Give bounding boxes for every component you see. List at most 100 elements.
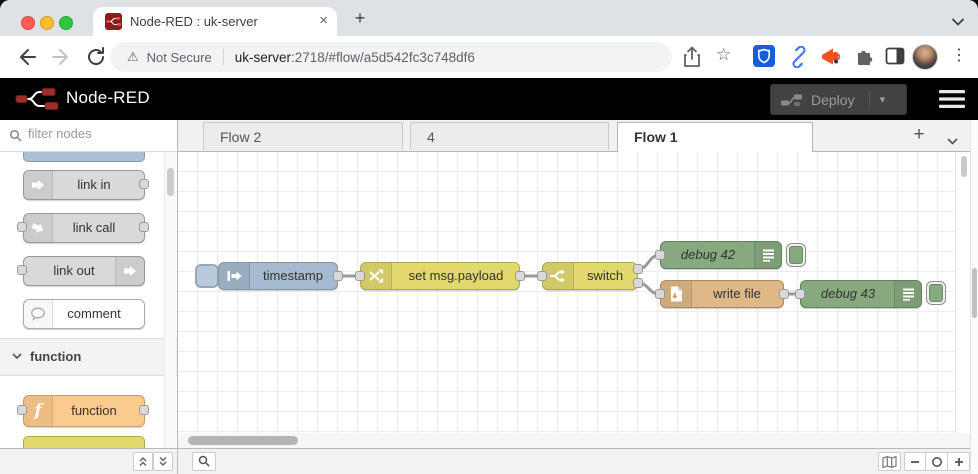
- forward-icon[interactable]: [50, 45, 74, 74]
- node-label: debug 42: [680, 247, 736, 262]
- side-panel-icon[interactable]: [885, 46, 905, 71]
- expand-categories-button[interactable]: [153, 452, 173, 471]
- input-port[interactable]: [655, 250, 665, 260]
- file-icon: [661, 281, 692, 307]
- partial-node-bottom[interactable]: [23, 436, 145, 448]
- node-write-file[interactable]: write file: [660, 280, 784, 308]
- inject-trigger-button[interactable]: [195, 264, 219, 288]
- palette-node-link-in[interactable]: link in: [23, 170, 145, 200]
- flow-list-chevron-icon[interactable]: [947, 132, 958, 150]
- browser-menu-icon[interactable]: ⋮: [951, 47, 967, 64]
- fullscreen-window-button[interactable]: [59, 16, 73, 30]
- debug-toggle-button[interactable]: [926, 281, 946, 305]
- filter-nodes-input[interactable]: [26, 125, 170, 142]
- chevron-down-icon: [12, 353, 22, 360]
- palette-node-link-call[interactable]: link call: [23, 213, 145, 243]
- bitwarden-extension-icon[interactable]: [753, 45, 775, 67]
- palette-sidebar: link in link call link out comment: [0, 120, 178, 448]
- node-change-set-msg-payload[interactable]: set msg.payload: [360, 262, 520, 290]
- debug-toggle-button[interactable]: [786, 243, 806, 267]
- app-title: Node-RED: [66, 88, 150, 107]
- output-port[interactable]: [779, 289, 789, 299]
- add-flow-button[interactable]: +: [913, 124, 925, 145]
- link-icon: [24, 171, 53, 199]
- tab-title: Node-RED : uk-server: [130, 14, 258, 29]
- node-switch[interactable]: switch: [542, 262, 638, 290]
- palette-port: [17, 265, 27, 275]
- output-port[interactable]: [633, 278, 643, 288]
- input-port[interactable]: [355, 271, 365, 281]
- plus-icon: [954, 457, 963, 466]
- browser-tab[interactable]: Node-RED : uk-server ×: [93, 7, 337, 36]
- canvas-horizontal-scrollbar[interactable]: [178, 433, 970, 448]
- link-icon: [115, 257, 144, 285]
- palette-category-function[interactable]: function: [0, 338, 177, 376]
- palette-node-link-out[interactable]: link out: [23, 256, 145, 286]
- page-scrollbar-thumb[interactable]: [972, 268, 977, 318]
- inject-icon: [219, 263, 250, 289]
- back-icon[interactable]: [14, 45, 38, 74]
- palette-node-comment[interactable]: comment: [23, 299, 145, 329]
- main-menu-icon[interactable]: [939, 89, 965, 114]
- minus-icon: [911, 460, 919, 463]
- bookmark-star-icon[interactable]: ☆: [716, 45, 732, 64]
- megaphone-extension-icon[interactable]: [820, 46, 844, 73]
- palette-scrollbar[interactable]: [164, 152, 176, 448]
- new-tab-button[interactable]: +: [354, 8, 366, 28]
- tab-label: 4: [427, 129, 435, 145]
- comment-bubble-icon: [24, 300, 53, 328]
- profile-avatar[interactable]: [912, 44, 938, 70]
- page-scrollbar[interactable]: [970, 120, 978, 474]
- flow-tab-bar: Flow 2 4 Flow 1 +: [178, 120, 970, 152]
- zoom-in-button[interactable]: [948, 452, 970, 471]
- extensions-puzzle-icon[interactable]: [854, 46, 876, 73]
- deploy-button[interactable]: Deploy ▾: [770, 84, 907, 115]
- output-port[interactable]: [333, 271, 343, 281]
- double-chevron-up-icon: [139, 456, 147, 467]
- tab-flow-4[interactable]: 4: [410, 122, 609, 150]
- zoom-reset-button[interactable]: [926, 452, 948, 471]
- output-port[interactable]: [515, 271, 525, 281]
- tab-close-icon[interactable]: ×: [319, 12, 328, 29]
- flow-canvas[interactable]: timestamp set msg.payload switch debug 4…: [178, 152, 970, 433]
- node-red-logo: [14, 84, 60, 119]
- deploy-caret-icon[interactable]: ▾: [868, 90, 885, 109]
- collapse-categories-button[interactable]: [133, 452, 153, 471]
- minimize-window-button[interactable]: [40, 16, 54, 30]
- share-icon[interactable]: [682, 46, 702, 73]
- partial-node-top[interactable]: [23, 152, 145, 162]
- circle-icon: [931, 456, 942, 467]
- input-port[interactable]: [795, 289, 805, 299]
- palette-port: [139, 405, 149, 415]
- link-extension-icon[interactable]: [788, 45, 810, 73]
- input-port[interactable]: [655, 289, 665, 299]
- tab-search-chevron-icon[interactable]: [952, 13, 964, 31]
- tab-flow-2[interactable]: Flow 2: [203, 122, 403, 150]
- reload-icon[interactable]: [84, 45, 108, 74]
- node-debug-42[interactable]: debug 42: [660, 241, 782, 269]
- browser-toolbar: ⚠ Not Secure uk-server :2718/#flow/a5d54…: [0, 36, 978, 78]
- canvas-vertical-scrollbar-thumb[interactable]: [961, 156, 967, 177]
- tab-label: Flow 1: [634, 129, 678, 145]
- editor-footer: [0, 448, 970, 474]
- tab-label: Flow 2: [220, 129, 262, 145]
- output-port[interactable]: [633, 264, 643, 274]
- input-port[interactable]: [537, 271, 547, 281]
- node-red-header: Node-RED Deploy ▾: [0, 78, 978, 120]
- zoom-controls: [904, 452, 970, 471]
- tab-flow-1[interactable]: Flow 1: [617, 122, 813, 152]
- address-bar[interactable]: ⚠ Not Secure uk-server :2718/#flow/a5d54…: [110, 42, 672, 72]
- canvas-horizontal-scrollbar-thumb[interactable]: [188, 436, 298, 445]
- search-icon: [9, 129, 22, 142]
- zoom-out-button[interactable]: [904, 452, 926, 471]
- node-label: set msg.payload: [408, 268, 504, 283]
- navigator-button[interactable]: [878, 452, 901, 471]
- close-window-button[interactable]: [21, 16, 35, 30]
- node-debug-43[interactable]: debug 43: [800, 280, 922, 308]
- palette-scrollbar-thumb[interactable]: [167, 168, 174, 196]
- node-inject-timestamp[interactable]: timestamp: [218, 262, 338, 290]
- url-path: :2718/#flow/a5d542fc3c748df6: [290, 49, 475, 65]
- canvas-search-button[interactable]: [192, 452, 216, 471]
- palette-node-function[interactable]: function f: [23, 395, 145, 427]
- search-icon: [198, 455, 210, 467]
